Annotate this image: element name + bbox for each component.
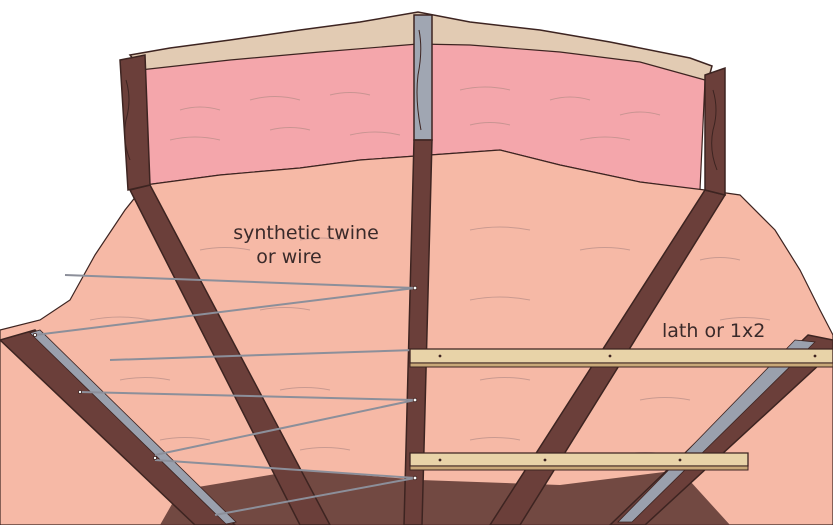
joist-right-top — [705, 68, 725, 195]
lath-lower — [410, 453, 748, 470]
twine-label-line1: synthetic twine — [233, 222, 379, 244]
joist-left-top — [120, 55, 150, 190]
joist-center-top — [414, 15, 432, 140]
lath-label: lath or 1x2 — [662, 319, 765, 343]
twine-label: synthetic twine or wire — [222, 221, 390, 269]
twine-label-line2: or wire — [188, 245, 390, 269]
lath-upper — [410, 349, 833, 367]
